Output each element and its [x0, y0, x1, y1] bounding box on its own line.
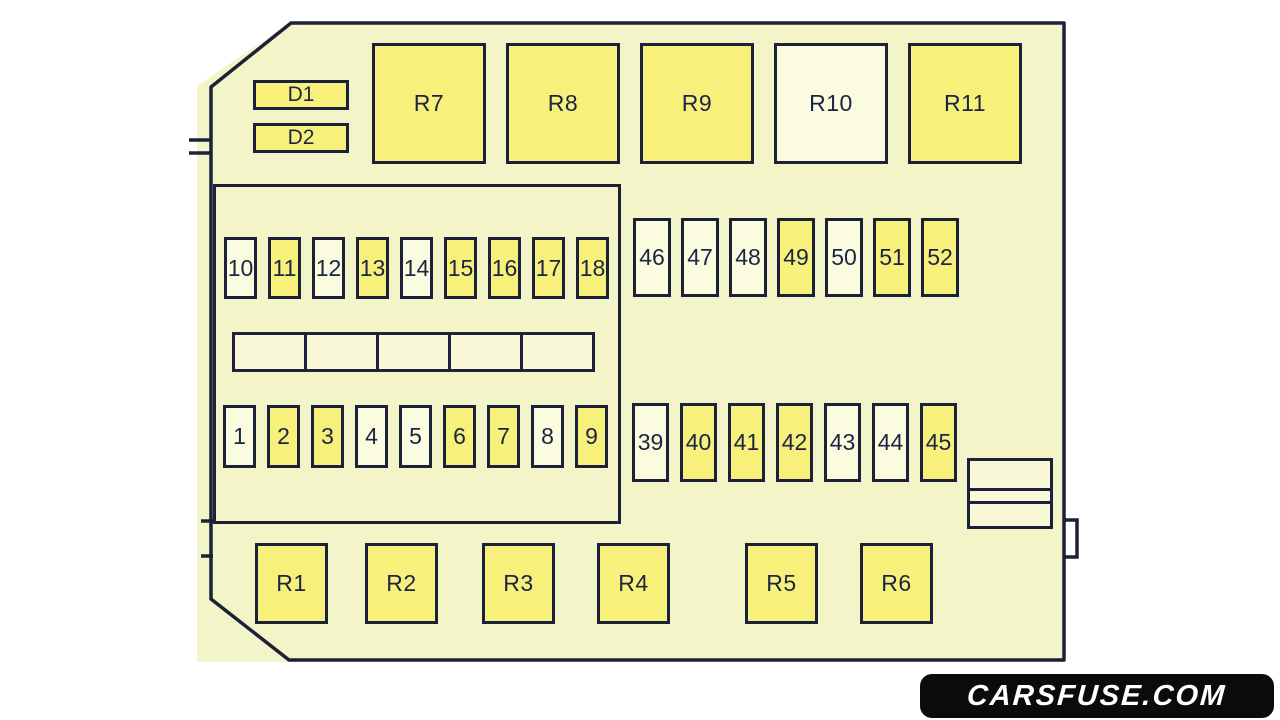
fuse-2: 2: [267, 405, 300, 468]
fuse-43: 43: [824, 403, 861, 482]
watermark-text: CARSFUSE.COM: [966, 679, 1228, 712]
fuse-12: 12: [312, 237, 345, 299]
fuse-40: 40: [680, 403, 717, 482]
connector-divider-line: [970, 488, 1050, 491]
fuse-52: 52: [921, 218, 959, 297]
fuse-15: 15: [444, 237, 477, 299]
empty-slot: [448, 332, 523, 372]
panel-fill: [197, 22, 1065, 662]
connector-divider-line: [970, 501, 1050, 504]
fuse-1: 1: [223, 405, 256, 468]
relay-r2: R2: [365, 543, 438, 624]
empty-slot: [304, 332, 379, 372]
fuse-45: 45: [920, 403, 957, 482]
relay-r8: R8: [506, 43, 620, 164]
fuse-6: 6: [443, 405, 476, 468]
fuse-5: 5: [399, 405, 432, 468]
fuse-18: 18: [576, 237, 609, 299]
relay-r6: R6: [860, 543, 933, 624]
relay-row-top: R7 R8 R9 R10 R11: [372, 43, 1022, 164]
connector-block: [967, 458, 1053, 529]
fuse-47: 47: [681, 218, 719, 297]
fuse-7: 7: [487, 405, 520, 468]
fuse-9: 9: [575, 405, 608, 468]
relay-r3: R3: [482, 543, 555, 624]
empty-slot: [376, 332, 451, 372]
relay-r9: R9: [640, 43, 754, 164]
fuse-13: 13: [356, 237, 389, 299]
empty-slot: [520, 332, 595, 372]
fuse-16: 16: [488, 237, 521, 299]
fuse-48: 48: [729, 218, 767, 297]
fuse-17: 17: [532, 237, 565, 299]
fuse-4: 4: [355, 405, 388, 468]
empty-slot-row: [232, 332, 595, 372]
fuse-51: 51: [873, 218, 911, 297]
relay-r4: R4: [597, 543, 670, 624]
watermark-badge: CARSFUSE.COM: [920, 674, 1274, 718]
fuse-14: 14: [400, 237, 433, 299]
fuse-46: 46: [633, 218, 671, 297]
fuse-11: 11: [268, 237, 301, 299]
left-upper-clip-ticks: [189, 138, 210, 155]
fuse-44: 44: [872, 403, 909, 482]
fuse-39: 39: [632, 403, 669, 482]
diode-d2: D2: [253, 123, 349, 153]
relay-r1: R1: [255, 543, 328, 624]
relay-r7: R7: [372, 43, 486, 164]
fuse-49: 49: [777, 218, 815, 297]
panel-border: [209, 21, 1066, 662]
relay-r5: R5: [745, 543, 818, 624]
left-lower-clip-ticks: [201, 519, 213, 558]
fuse-block-outline: [213, 184, 621, 524]
relay-r10: R10: [774, 43, 888, 164]
fuse-3: 3: [311, 405, 344, 468]
fuse-50: 50: [825, 218, 863, 297]
right-clip-bracket: [1064, 518, 1079, 559]
fuse-42: 42: [776, 403, 813, 482]
fuse-10: 10: [224, 237, 257, 299]
fuse-41: 41: [728, 403, 765, 482]
fuse-8: 8: [531, 405, 564, 468]
relay-r11: R11: [908, 43, 1022, 164]
diode-d1: D1: [253, 80, 349, 110]
empty-slot: [232, 332, 307, 372]
